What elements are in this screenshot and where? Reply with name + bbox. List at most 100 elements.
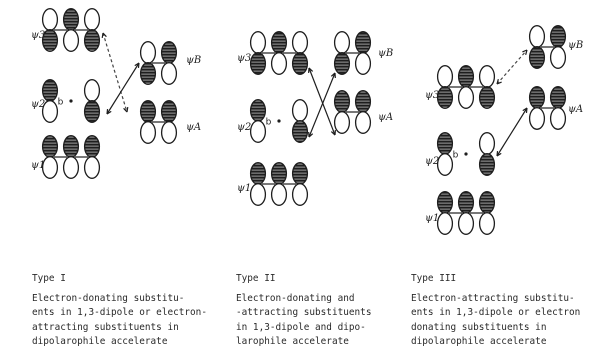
shaded-lobe bbox=[354, 90, 372, 113]
caption-type-2: Type II Electron-donating and -attractin… bbox=[236, 272, 416, 349]
psiA-label: ψA bbox=[378, 112, 393, 123]
shaded-lobe bbox=[478, 86, 496, 109]
psi2-label: ψ2 bbox=[425, 156, 439, 167]
node-dot bbox=[69, 99, 73, 103]
arrow-head bbox=[522, 107, 528, 114]
open-lobe bbox=[436, 212, 454, 235]
open-lobe bbox=[83, 79, 101, 102]
caption-type-2-line-1: Electron-donating and bbox=[236, 293, 355, 305]
caption-type-3-line-1: Electron-attracting substitu- bbox=[411, 293, 575, 305]
arrow-head bbox=[330, 129, 336, 136]
shaded-lobe bbox=[333, 90, 351, 113]
arrow-head bbox=[101, 32, 107, 39]
shaded-lobe bbox=[436, 132, 454, 155]
shaded-lobe bbox=[528, 86, 546, 109]
open-lobe bbox=[549, 107, 567, 130]
open-lobe bbox=[270, 183, 288, 206]
open-lobe bbox=[83, 156, 101, 179]
open-lobe bbox=[270, 52, 288, 75]
open-lobe bbox=[354, 52, 372, 75]
caption-type-3: Type III Electron-attracting substitu- e… bbox=[411, 272, 591, 349]
shaded-lobe bbox=[528, 46, 546, 69]
shaded-lobe bbox=[160, 100, 178, 123]
dashed-interaction-arrow bbox=[496, 49, 528, 85]
open-lobe bbox=[41, 8, 59, 31]
open-lobe bbox=[291, 183, 309, 206]
open-lobe bbox=[333, 31, 351, 54]
open-lobe bbox=[139, 121, 157, 144]
caption-type-1-line-3: attracting substituents in bbox=[32, 321, 179, 333]
solid-interaction-arrow bbox=[106, 62, 140, 115]
shaded-lobe bbox=[62, 8, 80, 31]
psi3-label: ψ3 bbox=[31, 30, 45, 41]
caption-type-2-line-2: -attracting substituents bbox=[236, 307, 372, 319]
open-lobe bbox=[549, 46, 567, 69]
open-lobe bbox=[83, 8, 101, 31]
open-lobe bbox=[478, 65, 496, 88]
caption-type-1: Type I Electron-donating substitu- ents … bbox=[32, 272, 212, 349]
interaction-arrows bbox=[101, 32, 528, 157]
shaded-lobe bbox=[270, 162, 288, 185]
orbital-lobes bbox=[41, 8, 567, 235]
caption-type-1-line-1: Electron-donating substitu- bbox=[32, 293, 185, 305]
open-lobe bbox=[41, 100, 59, 123]
open-lobe bbox=[333, 111, 351, 134]
sigma-bonds bbox=[54, 29, 554, 214]
open-lobe bbox=[249, 183, 267, 206]
shaded-lobe bbox=[139, 100, 157, 123]
psiA-label: ψA bbox=[568, 104, 583, 115]
arrow-head bbox=[522, 49, 528, 55]
center-atom-label: b bbox=[266, 118, 272, 128]
arrow-head bbox=[496, 79, 502, 85]
caption-type-1-line-4: dipolarophile accelerate bbox=[32, 335, 168, 347]
node-dot bbox=[277, 119, 281, 123]
shaded-lobe bbox=[41, 135, 59, 158]
open-lobe bbox=[457, 86, 475, 109]
psi1-label: ψ1 bbox=[31, 160, 45, 171]
shaded-lobe bbox=[62, 135, 80, 158]
solid-interaction-arrow bbox=[496, 107, 528, 157]
open-lobe bbox=[160, 121, 178, 144]
caption-type-1-line-2: ents in 1,3-dipole or electron- bbox=[32, 307, 207, 319]
arrow-head bbox=[330, 72, 336, 79]
open-lobe bbox=[457, 212, 475, 235]
shaded-lobe bbox=[249, 52, 267, 75]
shaded-lobe bbox=[291, 162, 309, 185]
shaded-lobe bbox=[139, 62, 157, 85]
shaded-lobe bbox=[549, 25, 567, 48]
open-lobe bbox=[436, 153, 454, 176]
open-lobe bbox=[139, 41, 157, 64]
shaded-lobe bbox=[249, 162, 267, 185]
open-lobe bbox=[41, 156, 59, 179]
open-lobe bbox=[478, 212, 496, 235]
psi1-label: ψ1 bbox=[237, 183, 251, 194]
arrow-head bbox=[308, 131, 314, 138]
arrow-head bbox=[134, 62, 140, 69]
shaded-lobe bbox=[478, 153, 496, 176]
shaded-lobe bbox=[436, 191, 454, 214]
caption-type-2-title: Type II bbox=[236, 273, 276, 284]
open-lobe bbox=[291, 99, 309, 122]
open-lobe bbox=[62, 29, 80, 52]
shaded-lobe bbox=[436, 86, 454, 109]
caption-type-3-title: Type III bbox=[411, 273, 457, 284]
caption-type-1-title: Type I bbox=[32, 273, 66, 284]
psi2-label: ψ2 bbox=[237, 122, 251, 133]
psiB-label: ψB bbox=[186, 55, 201, 66]
shaded-lobe bbox=[354, 31, 372, 54]
shaded-lobe bbox=[291, 52, 309, 75]
caption-type-3-line-3: donating substituents in bbox=[411, 321, 547, 333]
psi1-label: ψ1 bbox=[425, 213, 439, 224]
psiB-label: ψB bbox=[568, 40, 583, 51]
arrow-head bbox=[308, 67, 314, 74]
caption-type-3-line-2: ents in 1,3-dipole or electron bbox=[411, 307, 581, 319]
node-dot bbox=[464, 152, 468, 156]
open-lobe bbox=[160, 62, 178, 85]
shaded-lobe bbox=[41, 29, 59, 52]
psi3-label: ψ3 bbox=[237, 53, 251, 64]
shaded-lobe bbox=[549, 86, 567, 109]
shaded-lobe bbox=[457, 191, 475, 214]
open-lobe bbox=[62, 156, 80, 179]
caption-type-2-line-4: larophile accelerate bbox=[236, 335, 349, 347]
